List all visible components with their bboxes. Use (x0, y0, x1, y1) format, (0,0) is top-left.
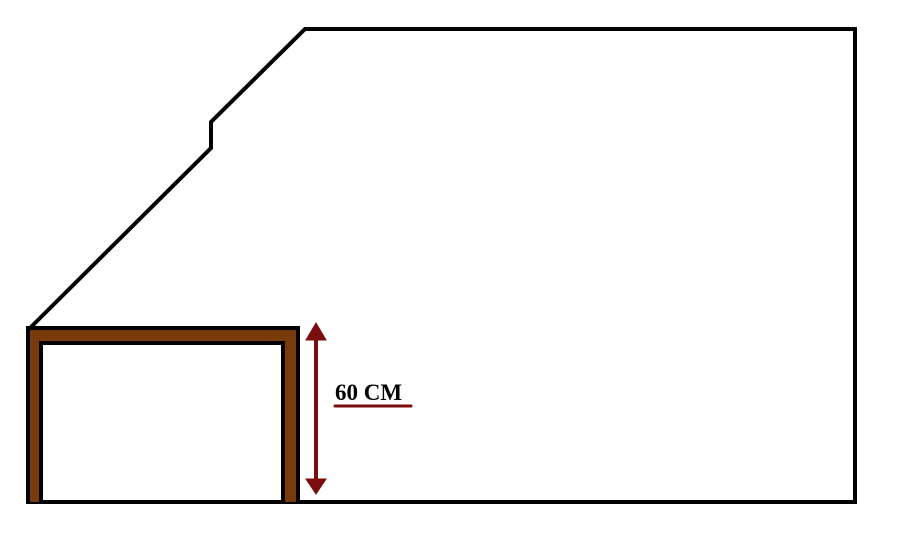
frame-inner-edge (39, 341, 285, 502)
frame-outer-edge (26, 326, 300, 502)
arrowhead-up-icon (305, 322, 327, 341)
dimension-arrow (305, 322, 327, 495)
arrowhead-down-icon (305, 478, 327, 495)
dimension-label: 60 CM (335, 380, 402, 405)
room-outline (26, 27, 857, 504)
